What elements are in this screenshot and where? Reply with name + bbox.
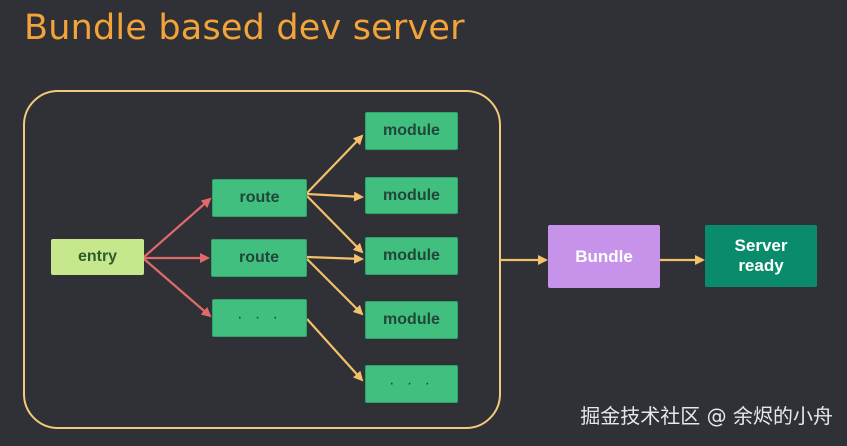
module-node-1: module [365,112,458,150]
server-label-line1: Server [734,236,788,255]
entry-node: entry [51,239,144,275]
watermark-text: 掘金技术社区 @ 余烬的小舟 [580,404,833,428]
arrow-entry-route3 [143,258,212,318]
arrow-route1-module3 [306,195,364,254]
arrow-route3-module5 [306,318,364,382]
arrow-route1-module1 [306,134,364,194]
module-node-ellipsis: · · · [365,365,458,403]
diagram-title: Bundle based dev server [24,8,465,48]
module-node-4: module [365,301,458,339]
arrow-route2-module3 [306,253,364,264]
route-node-2: route [211,239,307,277]
arrow-route1-module2 [306,191,364,202]
arrow-entry-route1 [143,197,212,258]
route-node-1: route [212,179,307,217]
bundle-node: Bundle [548,225,660,288]
route-node-ellipsis: · · · [212,299,307,337]
module-node-3: module [365,237,458,275]
server-ready-node: Server ready [705,225,817,287]
server-label-line2: ready [738,256,784,275]
arrow-route2-module4 [306,258,364,316]
module-node-2: module [365,177,458,214]
